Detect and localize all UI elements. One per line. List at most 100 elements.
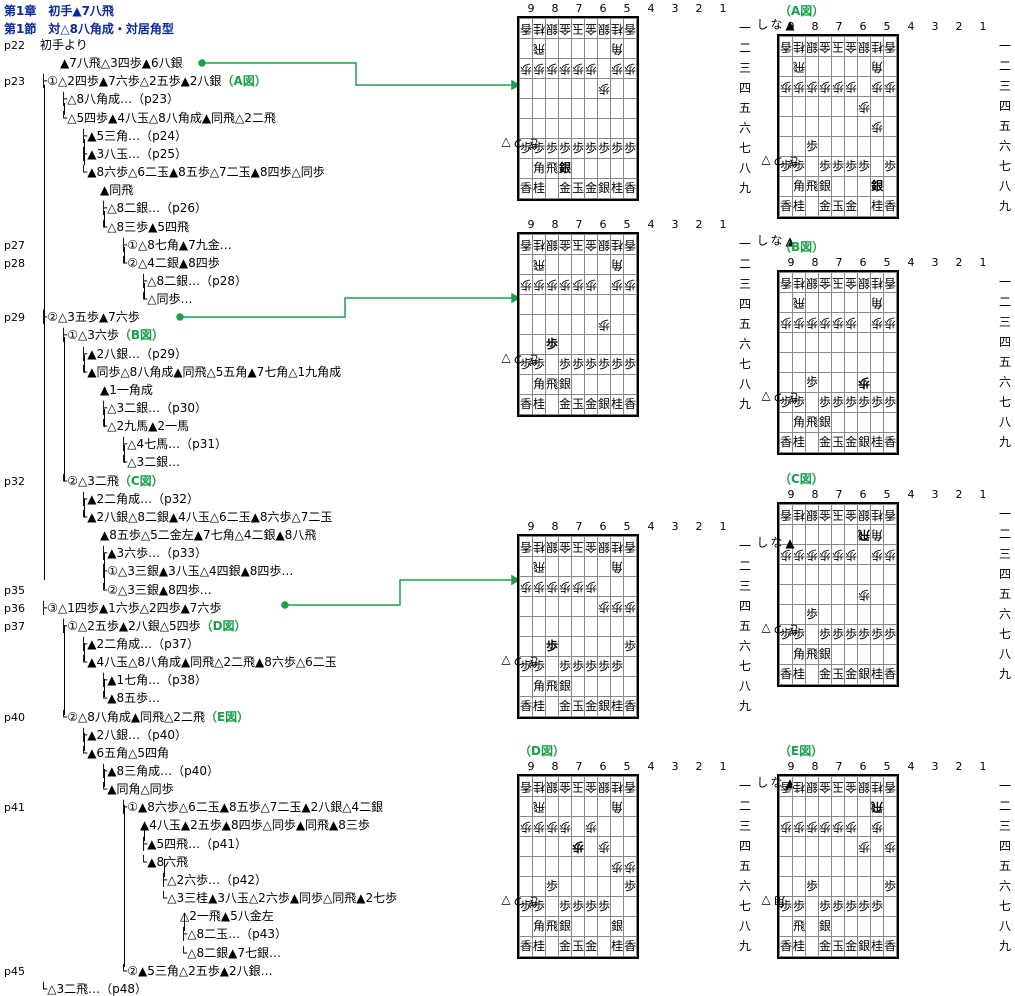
board-square <box>883 292 898 313</box>
sente-piece: 歩 <box>533 899 546 913</box>
board-square <box>870 916 885 937</box>
board-square <box>805 856 820 877</box>
board-square <box>831 836 846 857</box>
board-square <box>558 254 573 275</box>
board-square <box>792 796 807 817</box>
tree-line: ├▲3八玉…（p25） <box>80 147 187 161</box>
board-square: 香 <box>883 36 898 57</box>
tree-line: └②△8八角成▲同飛△2二飛（E図） <box>60 710 249 724</box>
tree-line: ├△8二銀…（p26） <box>100 201 207 215</box>
chapter-heading: 第1章 初手▲7八飛 <box>4 4 114 18</box>
sente-piece: 桂 <box>533 939 546 953</box>
tree-move-text: └②△8八角成▲同飛△2二飛 <box>60 709 205 724</box>
board-square <box>532 314 547 335</box>
gote-piece: 歩 <box>884 80 897 94</box>
column-number: 7 <box>835 256 843 269</box>
board-square: 歩 <box>792 896 807 917</box>
board-square <box>518 676 534 697</box>
board-square <box>545 254 560 275</box>
board-square: 歩 <box>870 116 885 137</box>
board-square <box>844 292 859 313</box>
sente-piece: 歩 <box>858 899 871 913</box>
board-square: 歩 <box>883 156 898 177</box>
board-square: 歩 <box>623 58 638 79</box>
board-square: 金 <box>558 18 573 39</box>
sente-piece: 桂 <box>793 199 806 213</box>
column-number: 8 <box>551 760 559 773</box>
column-number: 3 <box>671 2 679 15</box>
board-square <box>805 796 820 817</box>
gote-piece: 金 <box>845 40 858 54</box>
gote-piece: 歩 <box>598 600 611 614</box>
board-square <box>818 876 833 897</box>
row-number: 九 <box>739 939 752 953</box>
tree-line: ├△8八角成…（p23） <box>60 92 179 106</box>
board-square <box>883 372 898 393</box>
board-square: 歩 <box>831 312 846 333</box>
board-square <box>857 312 872 333</box>
gote-piece: 金 <box>585 780 598 794</box>
gote-piece: 歩 <box>585 580 598 594</box>
tree-line: ├①△3六歩（B図） <box>60 328 164 342</box>
gote-piece: 歩 <box>845 80 858 94</box>
board-square <box>883 584 898 605</box>
tree-move-text: └△3三桂▲3八玉△2六歩▲同歩△同飛▲2七歩 <box>160 891 398 906</box>
tree-line: └▲8六歩△6二玉▲8五歩△7二玉▲8四歩△同歩 <box>80 165 325 179</box>
board-square: 歩 <box>571 354 586 375</box>
board-square <box>883 816 898 837</box>
board-square: 角 <box>610 556 625 577</box>
gote-piece: 歩 <box>611 278 624 292</box>
board-square <box>571 38 586 59</box>
gote-piece: 銀 <box>858 508 871 522</box>
gote-piece: 歩 <box>806 316 819 330</box>
board-square <box>532 294 547 315</box>
tree-line: └▲6五角△5四角 <box>80 746 169 760</box>
gote-piece: 金 <box>819 508 832 522</box>
tree-line: └△2九馬▲2一馬 <box>100 419 189 433</box>
sente-piece: 歩 <box>585 899 598 913</box>
row-number: 五 <box>739 101 752 115</box>
board-square <box>571 78 586 99</box>
board-square: 歩 <box>870 816 885 837</box>
board-square <box>844 136 859 157</box>
board-square: 桂 <box>532 936 547 957</box>
board-square <box>571 796 586 817</box>
sente-piece: 歩 <box>858 395 871 409</box>
board-square <box>558 118 573 139</box>
board-square: 飛 <box>545 916 560 937</box>
row-number: 一 <box>999 39 1012 53</box>
gote-piece: 歩 <box>533 278 546 292</box>
board-square <box>597 294 612 315</box>
tree-line: ├①△2五歩▲2八銀△5四歩（D図） <box>60 619 247 633</box>
board-square: 銀 <box>805 36 820 57</box>
column-number: 3 <box>931 20 939 33</box>
board-square <box>844 372 859 393</box>
row-number: 七 <box>739 357 752 371</box>
board-square <box>778 352 794 373</box>
board-square <box>584 916 599 937</box>
column-number: 1 <box>719 760 727 773</box>
sente-piece: 金 <box>845 667 858 681</box>
board-square <box>805 96 820 117</box>
tree-line: ├▲2八銀…（p29） <box>80 347 187 361</box>
tree-line: ├△3二銀…（p30） <box>100 401 207 415</box>
board-square <box>597 556 612 577</box>
gote-piece: 桂 <box>533 540 546 554</box>
sente-piece: 玉 <box>832 939 845 953</box>
board-square: 銀 <box>818 644 833 665</box>
tree-move-text: └②▲5三角△2五歩▲2八銀… <box>120 963 273 978</box>
sente-piece: 歩 <box>884 879 897 893</box>
board-square: 香 <box>518 234 534 255</box>
tree-line: ├▲2二角成…（p37） <box>80 637 199 651</box>
tree-page-ref: p29 <box>4 311 25 325</box>
board-square: 飛 <box>545 374 560 395</box>
board-square: 飛 <box>545 676 560 697</box>
board-square: 歩 <box>831 392 846 413</box>
gote-piece: 歩 <box>611 860 624 874</box>
gote-piece: 桂 <box>793 508 806 522</box>
sente-piece: 歩 <box>533 357 546 371</box>
tree-line: └△8二銀▲7七銀… <box>180 946 281 960</box>
gote-piece: 歩 <box>546 278 559 292</box>
board-square <box>870 136 885 157</box>
board-square <box>584 556 599 577</box>
